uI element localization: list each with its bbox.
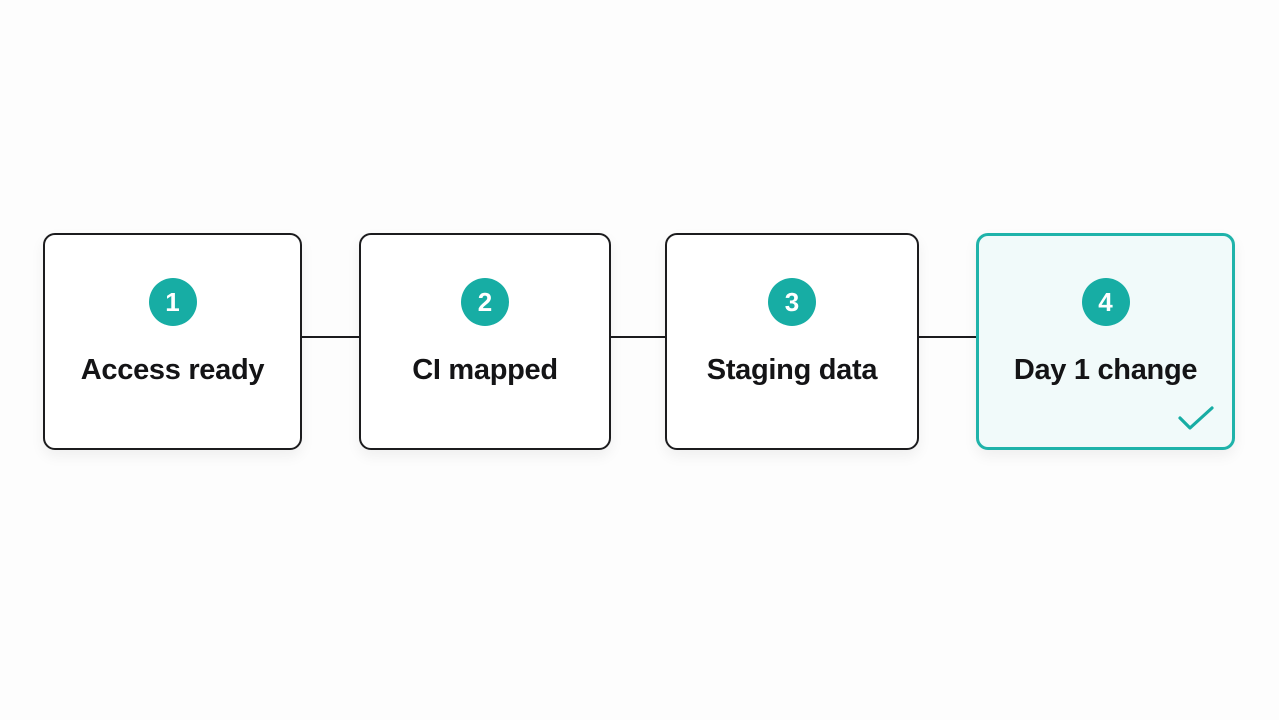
connector-1-2 (300, 336, 360, 338)
step-number-badge: 3 (768, 278, 816, 326)
step-card-2: 2 CI mapped (359, 233, 611, 450)
step-label: Access ready (80, 354, 265, 386)
step-card-3: 3 Staging data (665, 233, 919, 450)
step-label: Staging data (706, 354, 878, 386)
step-card-1: 1 Access ready (43, 233, 302, 450)
step-number-badge: 2 (461, 278, 509, 326)
connector-2-3 (610, 336, 666, 338)
step-label: CI mapped (412, 354, 558, 386)
step-card-4: 4 Day 1 change (976, 233, 1235, 450)
connector-3-4 (917, 336, 978, 338)
checkmark-icon (1178, 406, 1214, 430)
step-label: Day 1 change (1013, 354, 1198, 386)
step-number-badge: 4 (1081, 278, 1130, 326)
step-number-badge: 1 (148, 278, 197, 326)
